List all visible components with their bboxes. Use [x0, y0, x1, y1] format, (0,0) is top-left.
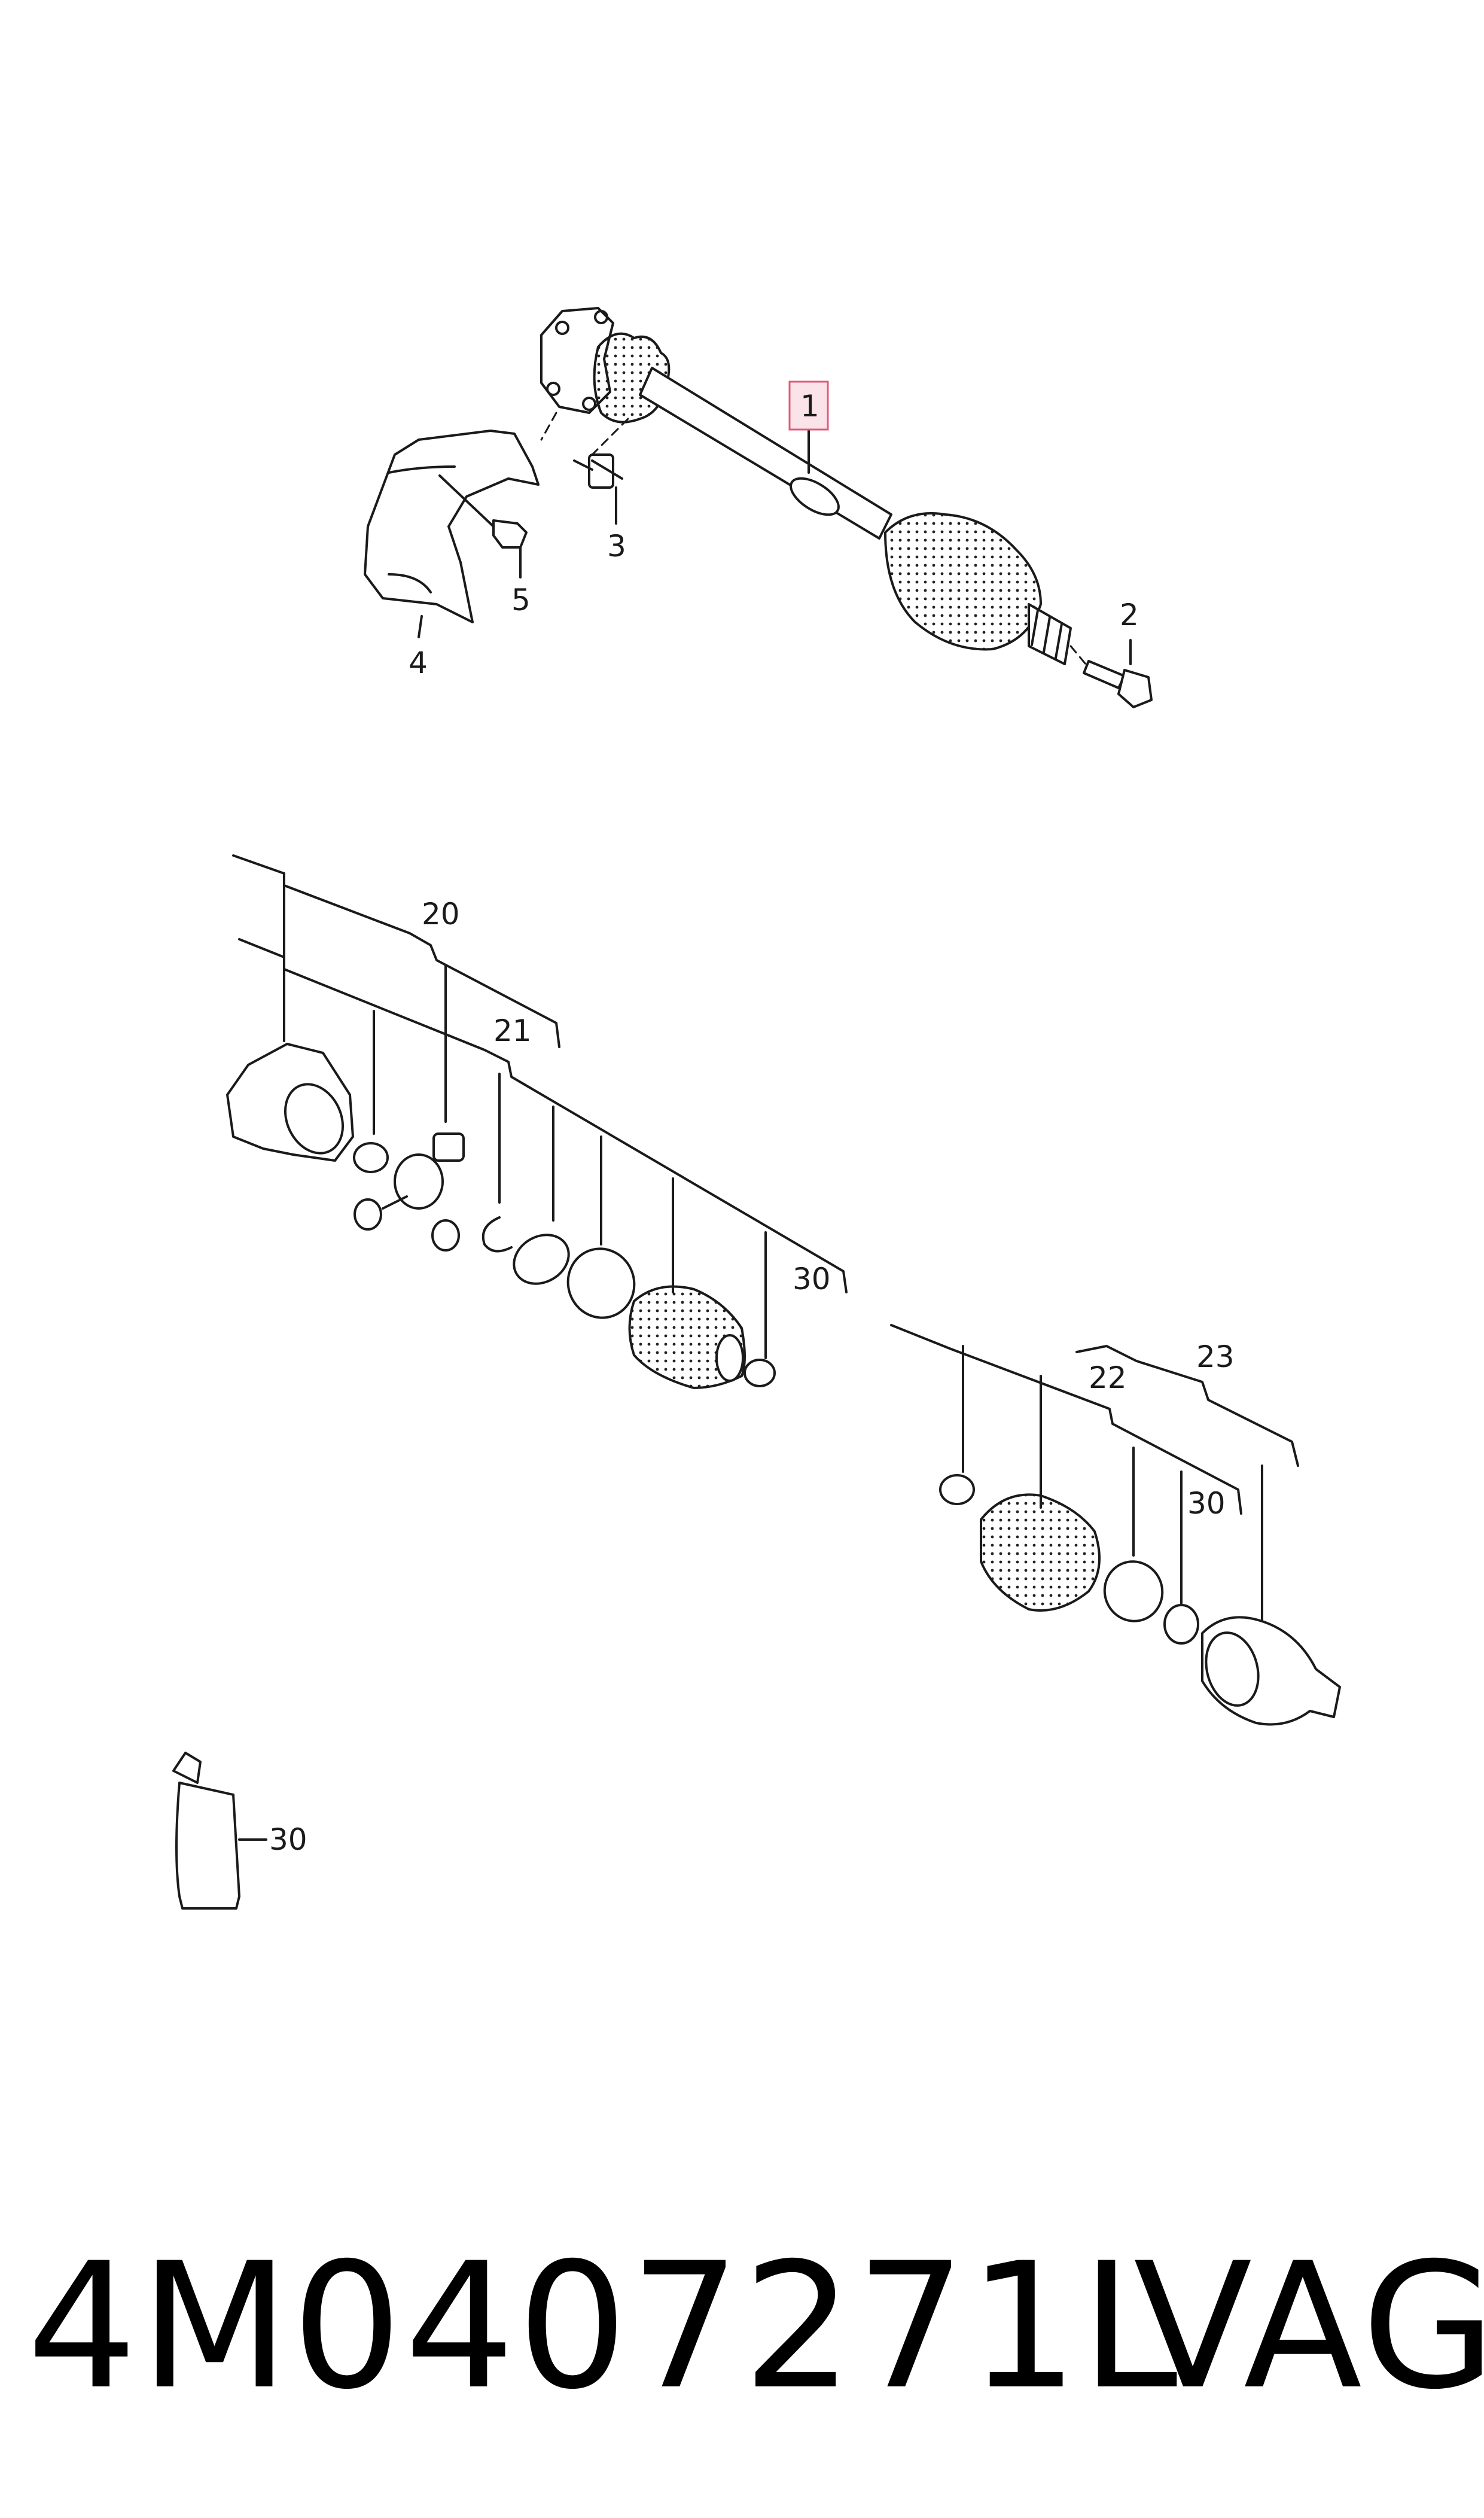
callout-3: 3 — [607, 529, 626, 564]
brand-label: VAG — [1133, 2226, 1484, 2428]
callout-20: 20 — [422, 897, 460, 931]
snap-ring — [482, 1216, 513, 1253]
grease-tube — [172, 1752, 267, 1910]
clamp-band-small — [743, 1359, 776, 1387]
callout-labels: 1 2 3 4 5 20 21 30 22 23 30 30 — [269, 389, 1235, 1857]
outer-circlip — [1163, 1604, 1199, 1645]
outer-clamp-small — [939, 1474, 975, 1505]
inner-joint-exploded — [226, 854, 848, 1389]
damper-ring — [790, 477, 840, 516]
callout-30-outer: 30 — [1187, 1486, 1226, 1521]
tripod-spider — [354, 1132, 465, 1252]
callout-1-highlight — [788, 380, 829, 431]
bolt-2 — [1083, 660, 1153, 708]
boot-ring — [566, 1247, 636, 1319]
outer-joint-boot — [980, 1493, 1101, 1612]
shaft-tube — [639, 367, 892, 540]
callout-30-inner: 30 — [793, 1262, 831, 1296]
drive-shaft-assembly — [364, 307, 1153, 708]
callout-2: 2 — [1120, 598, 1139, 632]
callout-4: 4 — [409, 646, 428, 680]
outer-clamp-large — [1103, 1560, 1164, 1622]
circlip — [353, 1142, 389, 1173]
callout-21: 21 — [493, 1013, 532, 1048]
part-number-label: 4M0407271L — [27, 2226, 1180, 2428]
outer-boot — [884, 512, 1042, 651]
callout-1: 1 — [800, 389, 819, 424]
bolt-3 — [573, 453, 623, 489]
clamp-band-large — [513, 1234, 570, 1285]
callout-30-grease: 30 — [269, 1822, 307, 1857]
heat-shield-4 — [364, 430, 540, 623]
outer-joint-stub — [1028, 603, 1072, 665]
callout-23: 23 — [1196, 1339, 1235, 1374]
outer-joint-exploded — [890, 1324, 1341, 1726]
callout-5: 5 — [511, 583, 531, 617]
callout-22: 22 — [1089, 1360, 1127, 1395]
